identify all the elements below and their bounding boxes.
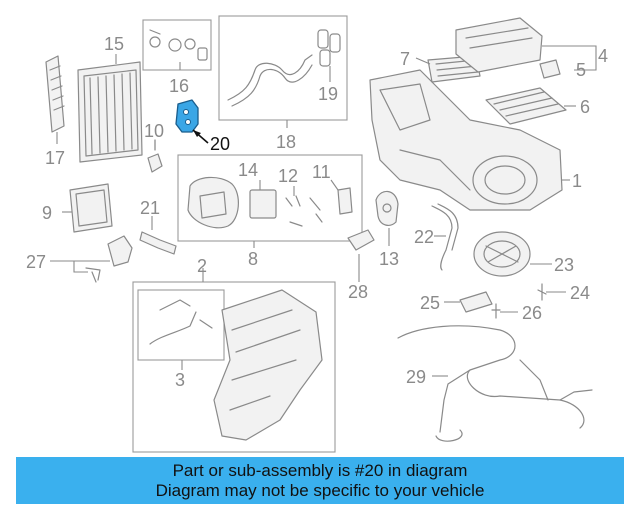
fittings-part-16 (149, 29, 208, 61)
callout-22: 22 (414, 227, 434, 247)
callout-18: 18 (276, 132, 296, 152)
actuator-part-21 (139, 231, 177, 255)
wiring-harness-part-29 (397, 325, 593, 442)
screw-part-24 (537, 283, 547, 301)
callout-29: 29 (406, 367, 426, 387)
hvac-housing-part-1 (369, 69, 563, 211)
callout-21: 21 (140, 198, 160, 218)
callout-16: 16 (169, 76, 189, 96)
callout-8: 8 (248, 249, 258, 269)
info-banner: Part or sub-assembly is #20 in diagram D… (16, 457, 624, 504)
banner-line-2: Diagram may not be specific to your vehi… (155, 480, 485, 500)
callout-7: 7 (400, 49, 410, 69)
seal-strip-part-17 (45, 55, 65, 133)
resistor-part-25 (459, 291, 493, 313)
actuator-linkage-part-3 (149, 299, 213, 345)
group-box-16 (142, 19, 212, 71)
bracket-part-13 (375, 190, 399, 226)
callout-19: 19 (318, 84, 338, 104)
callout-1: 1 (572, 171, 582, 191)
refrigerant-line-part-18 (227, 54, 313, 107)
highlighted-part-20 (175, 99, 199, 133)
leader-lines (50, 45, 597, 377)
callout-15: 15 (104, 34, 124, 54)
callout-6: 6 (580, 97, 590, 117)
callout-13: 13 (379, 249, 399, 269)
parts-diagram: 1 2 3 4 5 6 7 8 9 10 11 12 13 14 15 16 1… (26, 15, 608, 453)
evaporator-part-15 (77, 61, 143, 163)
callout-5: 5 (576, 60, 586, 80)
callout-2: 2 (197, 256, 207, 276)
motor-part-5 (539, 59, 561, 79)
screw-part-26 (491, 303, 501, 319)
group-box-18 (218, 15, 348, 121)
callout-17: 17 (45, 148, 65, 168)
blower-motor-part-23 (473, 231, 531, 277)
hvac-lower-housing-part-2 (213, 289, 323, 441)
sensor-part-28 (347, 229, 375, 251)
callout-27: 27 (26, 252, 46, 272)
valve-part-11 (337, 187, 353, 215)
callout-9: 9 (42, 203, 52, 223)
leader-arrow-20 (193, 130, 201, 137)
callout-12: 12 (278, 166, 298, 186)
group-box-8 (177, 154, 363, 242)
callout-3: 3 (175, 370, 185, 390)
filter-frame-part-9 (69, 183, 113, 233)
callout-10: 10 (144, 121, 164, 141)
seal-part-14 (187, 176, 277, 229)
callout-14: 14 (238, 160, 258, 180)
drain-hose-part-22 (431, 203, 459, 271)
orings-part-19 (317, 29, 341, 67)
group-box-2 (132, 281, 336, 453)
callout-23: 23 (554, 255, 574, 275)
callout-25: 25 (420, 293, 440, 313)
banner-line-1: Part or sub-assembly is #20 in diagram (172, 460, 468, 480)
bracket-part-27 (85, 235, 133, 283)
cabin-filter-part-6 (485, 87, 567, 125)
housing-top-part-4 (455, 17, 543, 73)
callout-labels: 1 2 3 4 5 6 7 8 9 10 11 12 13 14 15 16 1… (26, 34, 608, 390)
callout-4: 4 (598, 46, 608, 66)
callout-20: 20 (210, 134, 230, 154)
callout-11: 11 (312, 162, 331, 182)
callout-24: 24 (570, 283, 590, 303)
callout-28: 28 (348, 282, 368, 302)
screws-part-12 (285, 195, 323, 227)
callout-26: 26 (522, 303, 542, 323)
